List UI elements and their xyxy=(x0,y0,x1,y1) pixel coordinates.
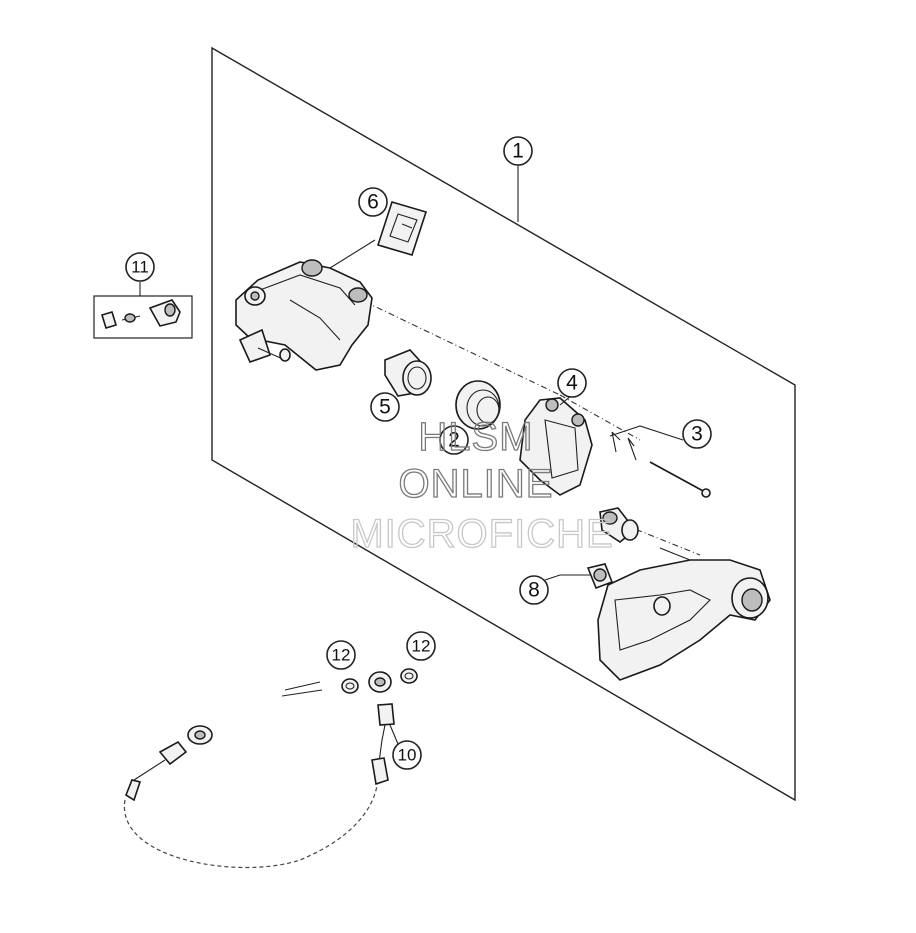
svg-text:12: 12 xyxy=(412,637,431,656)
svg-text:1: 1 xyxy=(512,140,524,163)
callout-12-left: 12 xyxy=(326,640,356,670)
svg-text:2: 2 xyxy=(448,429,460,452)
svg-text:8: 8 xyxy=(528,579,540,602)
caliper-body-part xyxy=(235,259,373,371)
callout-10: 10 xyxy=(392,740,422,770)
callout-4: 4 xyxy=(557,368,587,398)
callout-6: 6 xyxy=(358,187,388,217)
svg-text:11: 11 xyxy=(131,258,149,277)
bleeder-kit-part xyxy=(93,295,193,339)
watermark: HLSM ONLINE MICROFICHE xyxy=(350,414,614,556)
svg-text:4: 4 xyxy=(566,372,578,395)
watermark-line-1: HLSM xyxy=(418,415,533,459)
pad-spring-part xyxy=(376,201,428,256)
piston-seal-part xyxy=(455,380,501,430)
leader-6 xyxy=(329,239,376,269)
brake-pad-part xyxy=(519,397,593,496)
callout-12-right: 12 xyxy=(406,631,436,661)
piston-part xyxy=(384,349,432,397)
caliper-bracket-part xyxy=(597,559,771,681)
assembly-outline xyxy=(211,46,796,802)
callout-3: 3 xyxy=(682,419,712,449)
svg-text:3: 3 xyxy=(691,423,703,446)
svg-text:12: 12 xyxy=(332,646,351,665)
svg-text:10: 10 xyxy=(398,746,417,765)
svg-text:5: 5 xyxy=(379,396,391,419)
leader-3 xyxy=(609,425,684,441)
watermark-line-2: ONLINE xyxy=(399,462,554,506)
watermark-line-3: MICROFICHE xyxy=(350,512,613,556)
slide-pins-part xyxy=(586,507,691,590)
callout-2: 2 xyxy=(439,425,469,455)
callout-1: 1 xyxy=(503,136,533,166)
sealing-rings-part xyxy=(341,668,418,694)
callout-11: 11 xyxy=(125,252,155,282)
callout-8: 8 xyxy=(519,575,549,605)
callout-5: 5 xyxy=(370,392,400,422)
brake-hose-part xyxy=(124,671,395,869)
leader-10 xyxy=(389,724,399,745)
svg-text:6: 6 xyxy=(367,191,379,214)
leader-8 xyxy=(544,574,590,581)
